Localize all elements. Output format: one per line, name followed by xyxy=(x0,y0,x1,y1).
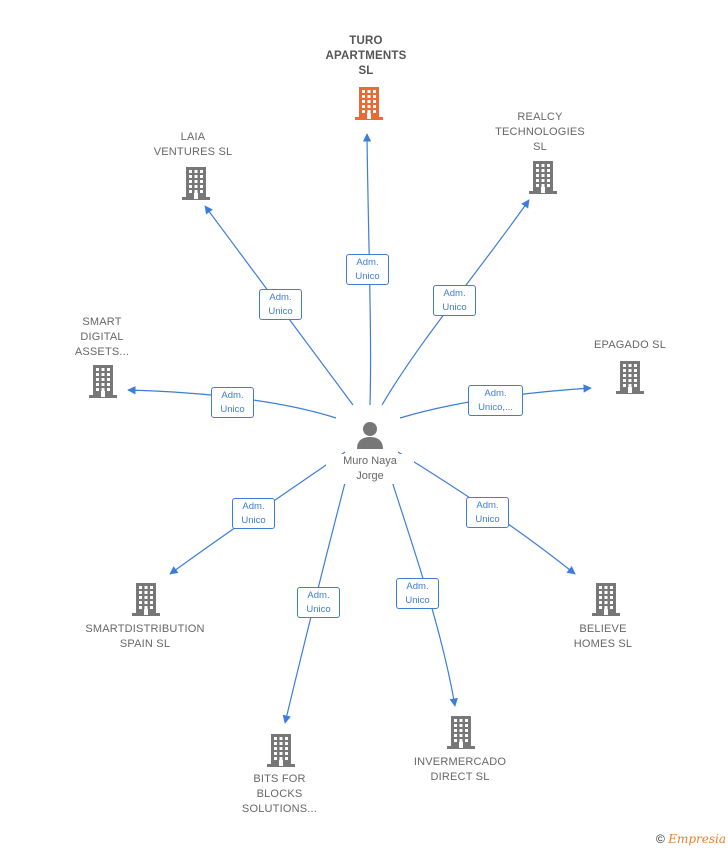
company-name-smartdistribution[interactable]: SMARTDISTRIBUTION SPAIN SL xyxy=(85,623,205,650)
role-badge-realcy: Adm. Unico xyxy=(433,285,476,316)
building-icon[interactable] xyxy=(614,360,646,399)
building-icon[interactable] xyxy=(527,160,559,199)
company-name-invermercado[interactable]: INVERMERCADO DIRECT SL xyxy=(413,756,507,783)
building-icon[interactable] xyxy=(590,582,622,621)
company-name-realcy[interactable]: REALCY TECHNOLOGIES SL xyxy=(495,111,585,153)
company-name-bitsfor[interactable]: BITS FOR BLOCKS SOLUTIONS... xyxy=(241,773,318,815)
building-icon[interactable] xyxy=(180,166,212,205)
brand-logo[interactable]: Empresia xyxy=(668,832,726,846)
building-icon[interactable] xyxy=(265,733,297,772)
building-icon[interactable] xyxy=(87,364,119,403)
role-badge-smartdigital: Adm. Unico xyxy=(211,387,254,418)
role-badge-turo: Adm. Unico xyxy=(346,254,389,285)
highlighted-building-icon[interactable] xyxy=(353,86,385,125)
company-name-smartdigital[interactable]: SMART DIGITAL ASSETS... xyxy=(74,316,130,358)
company-name-believe[interactable]: BELIEVE HOMES SL xyxy=(573,623,633,650)
role-badge-believe: Adm. Unico xyxy=(466,497,509,528)
person-icon[interactable] xyxy=(355,420,385,450)
role-badge-smartdistribution: Adm. Unico xyxy=(232,498,275,529)
center-person-name[interactable]: Muro Naya Jorge xyxy=(326,454,414,484)
footer: © Empresia xyxy=(656,832,726,846)
building-icon[interactable] xyxy=(130,582,162,621)
company-name-epagado[interactable]: EPAGADO SL xyxy=(593,339,667,351)
role-badge-epagado: Adm. Unico,... xyxy=(468,385,523,416)
company-name-turo[interactable]: TURO APARTMENTS SL xyxy=(325,35,407,77)
role-badge-bitsfor: Adm. Unico xyxy=(297,587,340,618)
company-name-laia[interactable]: LAIA VENTURES SL xyxy=(153,131,233,158)
role-badge-invermercado: Adm. Unico xyxy=(396,578,439,609)
copyright-icon: © xyxy=(656,832,665,846)
building-icon[interactable] xyxy=(445,715,477,754)
role-badge-laia: Adm. Unico xyxy=(259,289,302,320)
